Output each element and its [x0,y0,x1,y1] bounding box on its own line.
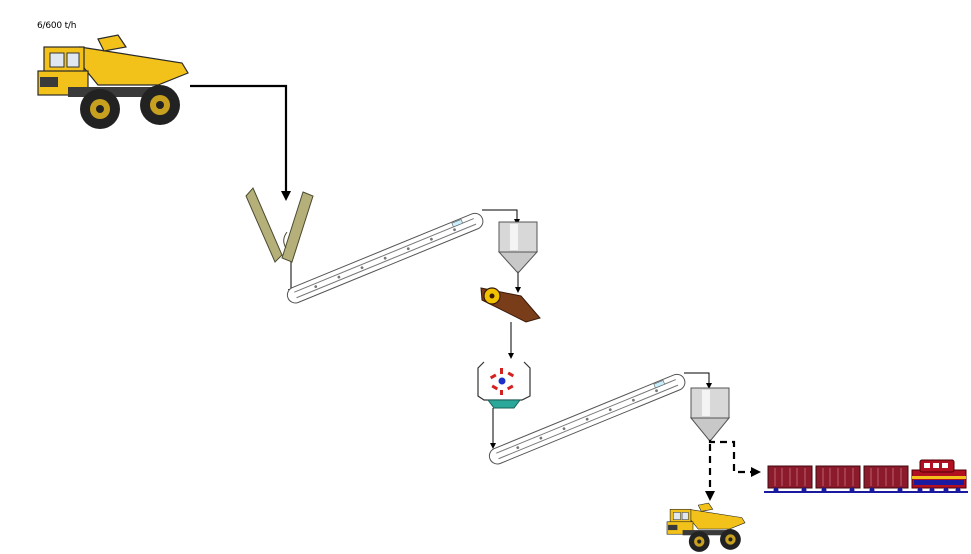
primary-crusher [245,187,314,263]
rail-train [764,459,968,493]
flow-truck-to-crusher [190,84,291,201]
bin-2 [689,387,731,441]
flow-conveyor-2-to-bin-2 [684,372,712,389]
rail-wagon [767,465,813,493]
flow-bin-2-to-train [708,440,761,477]
flow-conveyor-1-to-bin-1 [482,209,520,225]
haul-truck-out [666,502,746,552]
secondary-crusher [477,361,531,409]
conveyor-2 [488,373,686,465]
rail-wagon [815,465,861,493]
feed-rate-label: 6/600 t/h [37,21,77,31]
apron-feeder [480,287,541,323]
rail-wagon [863,465,909,493]
locomotive [911,459,967,493]
haul-truck-feed [37,34,189,129]
conveyor-1 [286,212,484,304]
bin-1 [497,221,539,273]
